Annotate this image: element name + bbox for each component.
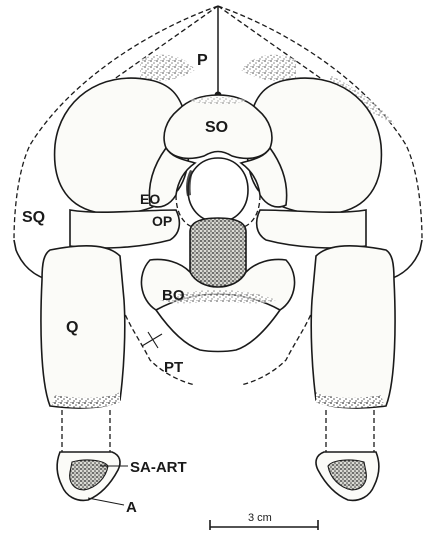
stipple-upper-left [140, 55, 195, 81]
stipple-upper-right [241, 55, 296, 81]
foramen-magnum [188, 158, 248, 222]
label-A: A [126, 499, 137, 516]
leader-a [88, 498, 124, 505]
label-P: P [197, 52, 208, 69]
quadrate-left [41, 246, 125, 408]
foramen-stipple-left [186, 170, 193, 196]
label-OP: OP [152, 213, 172, 229]
label-PT: PT [164, 359, 183, 376]
label-Q: Q [66, 319, 78, 336]
scale-bar: 3 cm [210, 512, 318, 530]
label-BO: BO [162, 287, 185, 304]
label-SQ: SQ [22, 209, 45, 226]
label-SO: SO [205, 119, 228, 136]
label-EO: EO [140, 191, 160, 207]
opisthotic-right [257, 210, 366, 248]
label-SA-ART: SA-ART [130, 459, 187, 476]
scale-bar-label: 3 cm [248, 512, 272, 524]
pterygoid-arch [156, 310, 280, 352]
leader-pt-tick [142, 334, 162, 346]
quadrate-right [311, 246, 395, 408]
